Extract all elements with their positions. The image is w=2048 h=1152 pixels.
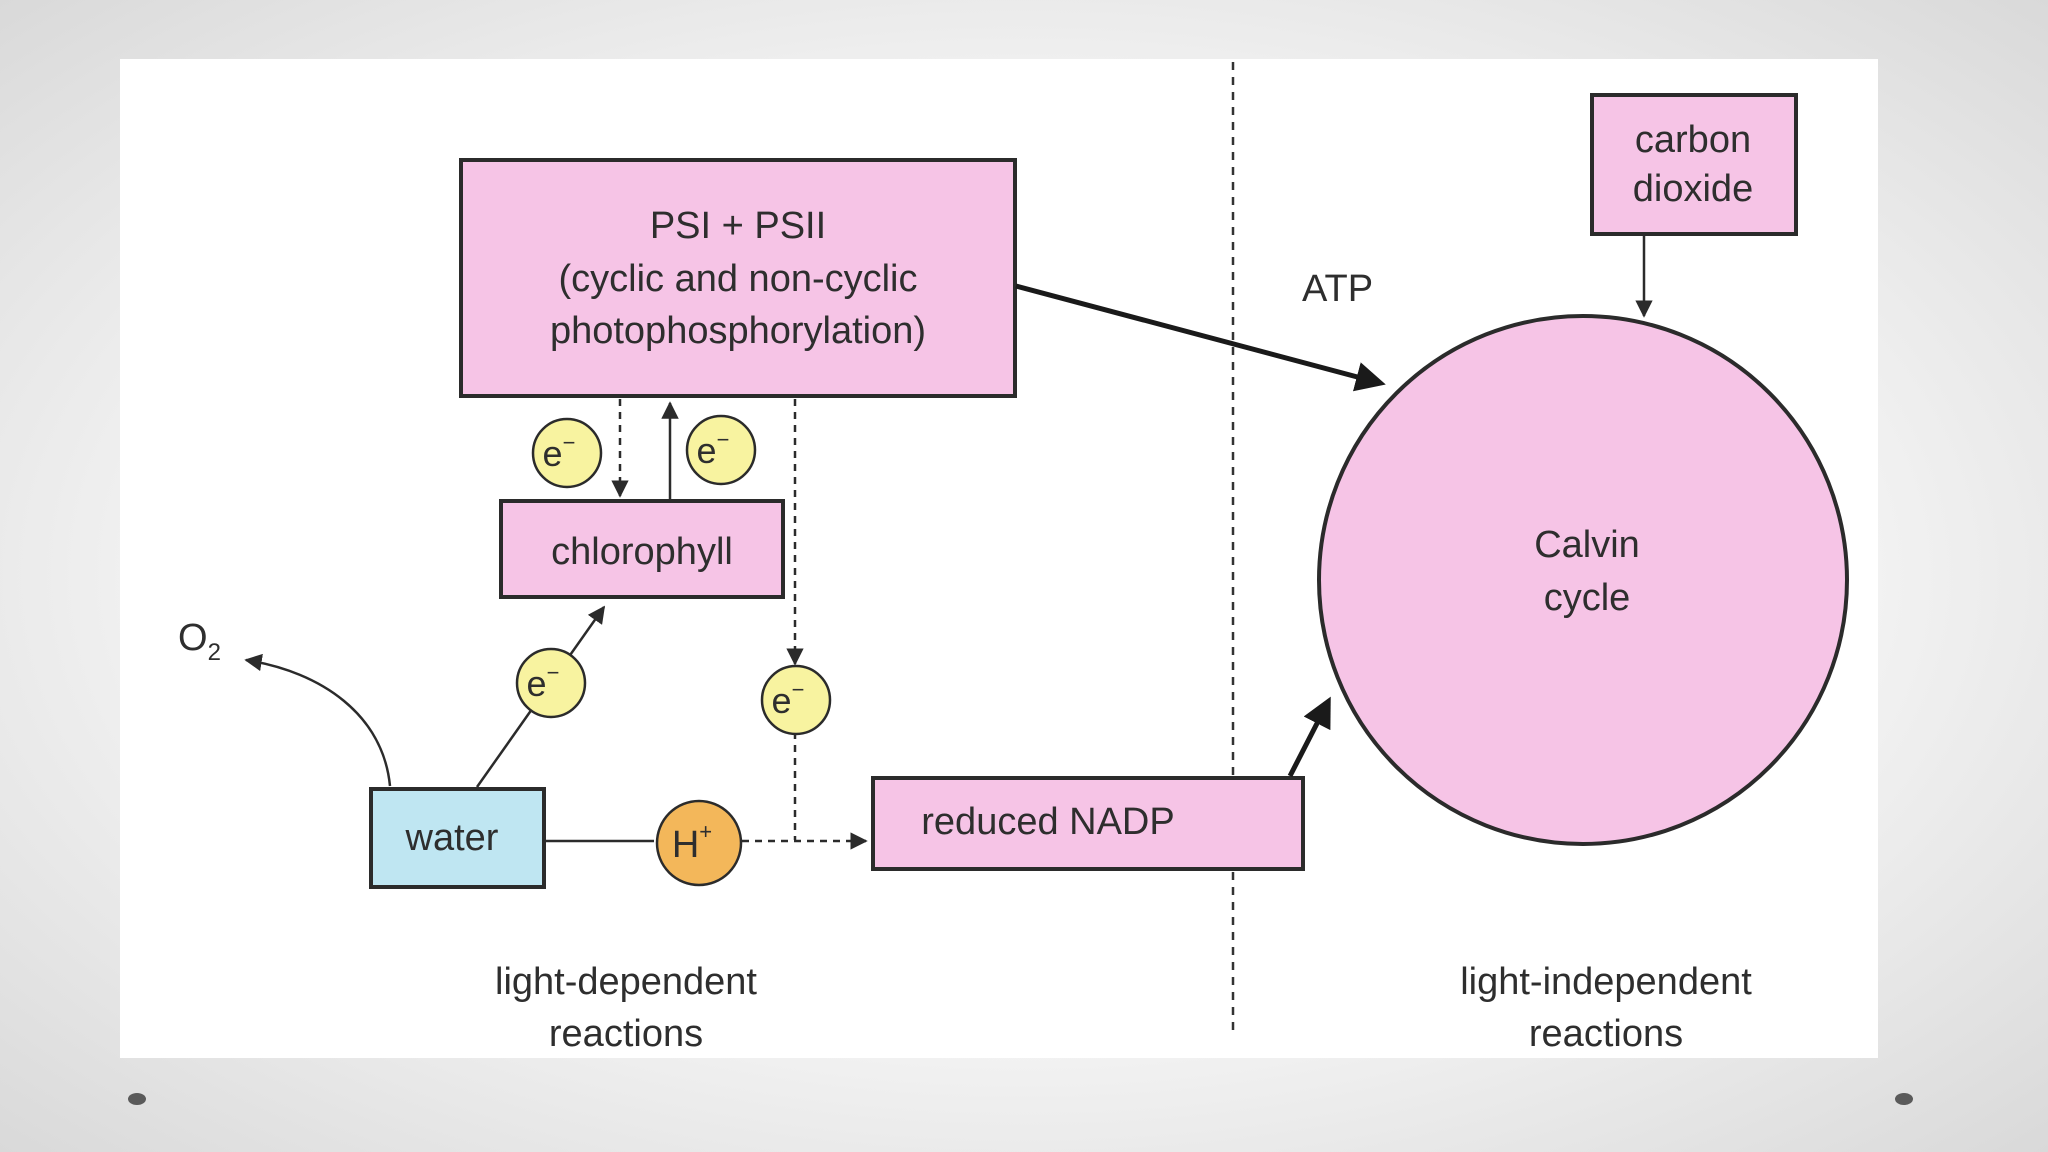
slide-bullet-left <box>128 1093 146 1105</box>
reduced-nadp-label: reduced NADP <box>921 801 1174 843</box>
electron-marker: e− <box>515 647 587 719</box>
slide-bullet-right <box>1895 1093 1913 1105</box>
svg-text:e−: e− <box>527 660 560 704</box>
water-box: water <box>369 787 546 889</box>
carbon-dioxide-line2: dioxide <box>1633 168 1753 210</box>
svg-text:e−: e− <box>772 677 805 721</box>
reduced-nadp-box: reduced NADP <box>871 776 1305 871</box>
electron-marker: e− <box>685 414 757 486</box>
calvin-cycle-circle: Calvin cycle <box>1317 314 1849 846</box>
psi-psii-subtitle: (cyclic and non-cyclic <box>559 258 918 300</box>
svg-text:H+: H+ <box>672 819 712 866</box>
calvin-cycle-line1: Calvin <box>1534 524 1640 566</box>
nadp-to-calvin-arrow <box>1287 696 1331 778</box>
psi-to-calvin-atp-arrow <box>1015 283 1386 392</box>
psi-psii-box: PSI + PSII (cyclic and non-cyclic photop… <box>459 158 1017 398</box>
proton-marker: H+ <box>655 799 743 887</box>
carbon-dioxide-line1: carbon <box>1635 119 1751 161</box>
electron-marker: e− <box>760 664 832 736</box>
light-dependent-caption-line2: reactions <box>549 1013 703 1055</box>
chlorophyll-label: chlorophyll <box>551 531 733 573</box>
oxygen-label: O2 <box>178 617 221 666</box>
electron-marker: e− <box>531 417 603 489</box>
svg-text:e−: e− <box>543 430 576 474</box>
light-independent-caption-line1: light-independent <box>1460 961 1752 1003</box>
chlorophyll-box: chlorophyll <box>499 499 785 599</box>
light-dependent-caption-line1: light-dependent <box>495 961 757 1003</box>
atp-label: ATP <box>1302 268 1373 310</box>
svg-text:e−: e− <box>697 427 730 471</box>
psi-psii-process: photophosphorylation) <box>550 310 926 352</box>
water-label: water <box>405 817 499 859</box>
psi-psii-title: PSI + PSII <box>650 205 826 247</box>
light-independent-caption-line2: reactions <box>1529 1013 1683 1055</box>
calvin-cycle-line2: cycle <box>1544 577 1631 619</box>
carbon-dioxide-box: carbon dioxide <box>1590 93 1798 236</box>
water-to-oxygen-arrow <box>244 653 392 787</box>
